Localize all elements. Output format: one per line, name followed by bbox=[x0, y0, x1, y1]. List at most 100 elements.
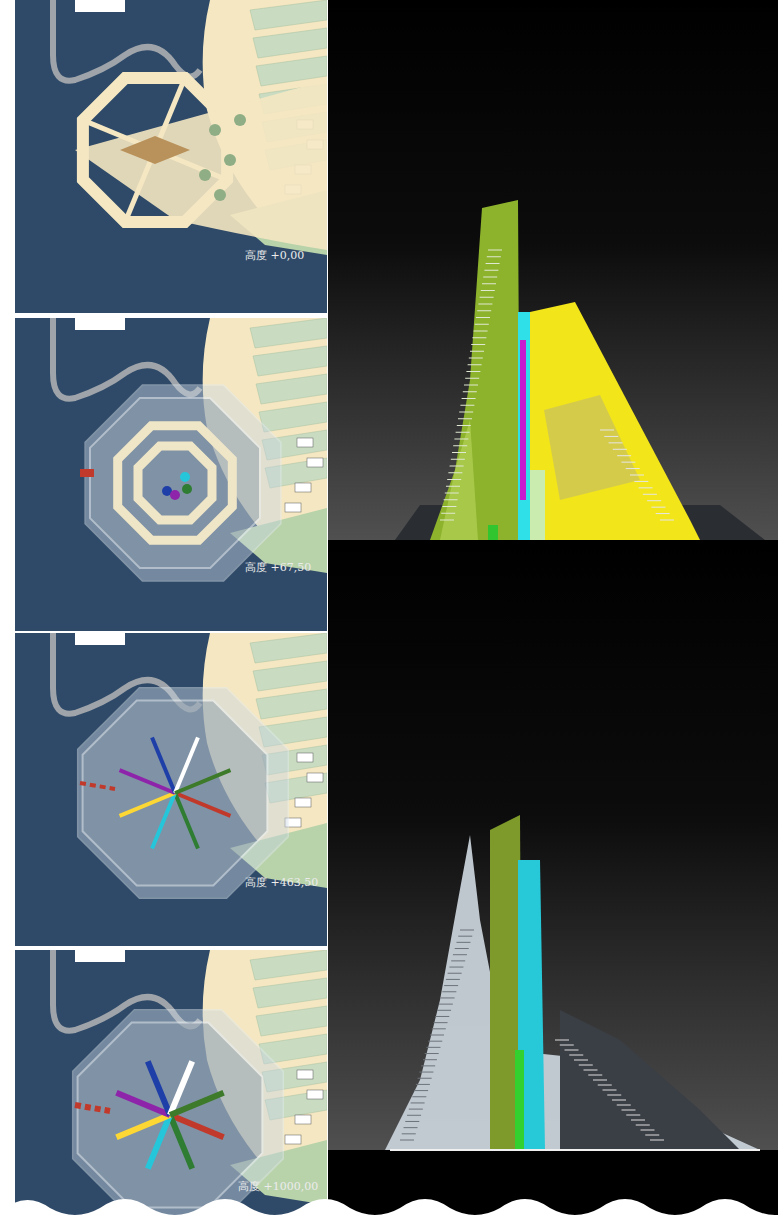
stair-step bbox=[612, 1100, 626, 1101]
stair-step bbox=[434, 1022, 448, 1023]
glass-shell bbox=[83, 701, 268, 886]
stair-step bbox=[444, 499, 458, 500]
pier bbox=[53, 0, 200, 81]
stair-step bbox=[651, 507, 665, 508]
stair-step bbox=[460, 405, 474, 406]
glass-shell bbox=[90, 398, 260, 568]
core-shaft bbox=[170, 490, 180, 500]
stair-step bbox=[484, 270, 498, 271]
building bbox=[295, 483, 311, 492]
stair-step bbox=[448, 973, 462, 974]
height-label-box: 高度 +67,50 bbox=[245, 557, 311, 575]
core-shaft bbox=[182, 484, 192, 494]
stair-step bbox=[477, 310, 491, 311]
stair-step bbox=[426, 1047, 440, 1048]
green-strip bbox=[253, 661, 327, 691]
green-strip bbox=[253, 346, 327, 376]
stair-step bbox=[569, 1055, 583, 1056]
green-strip bbox=[250, 633, 327, 663]
stair-step bbox=[480, 297, 494, 298]
stair-step bbox=[604, 436, 618, 437]
stair-step bbox=[419, 1072, 433, 1073]
stair-step bbox=[452, 452, 466, 453]
stair-step bbox=[444, 985, 458, 986]
site-plan bbox=[15, 950, 327, 1225]
green-strip bbox=[250, 950, 327, 980]
green-strip bbox=[250, 0, 327, 30]
stair-step bbox=[416, 1084, 430, 1085]
green-strip bbox=[259, 402, 327, 432]
stair-step bbox=[483, 277, 497, 278]
wave-edge bbox=[0, 1199, 778, 1225]
stair-step bbox=[412, 1096, 426, 1097]
water bbox=[15, 950, 327, 1225]
stair-step bbox=[400, 1140, 414, 1141]
green-strip bbox=[253, 28, 327, 58]
green-strip bbox=[250, 318, 327, 348]
site-plan bbox=[15, 633, 327, 946]
building bbox=[285, 1135, 301, 1144]
green-stair-block bbox=[440, 420, 478, 540]
stair-step bbox=[464, 385, 478, 386]
tree bbox=[209, 124, 221, 136]
stair-step bbox=[428, 1041, 442, 1042]
stair-step bbox=[405, 1121, 419, 1122]
stair-step bbox=[439, 1004, 453, 1005]
stair-step bbox=[656, 513, 670, 514]
stair-step bbox=[475, 324, 489, 325]
stair-step bbox=[435, 1016, 449, 1017]
stair-step bbox=[404, 1127, 418, 1128]
magenta-core bbox=[520, 340, 526, 500]
stair-step bbox=[487, 256, 501, 257]
plaza bbox=[75, 80, 327, 250]
stair-step bbox=[468, 364, 482, 365]
site-plan bbox=[15, 318, 327, 631]
stair-step bbox=[482, 283, 496, 284]
stair-step bbox=[425, 1053, 439, 1054]
stair-step bbox=[414, 1090, 428, 1091]
stair-step bbox=[430, 1035, 444, 1036]
render-ground bbox=[328, 540, 778, 1152]
stair-step bbox=[446, 486, 460, 487]
stair-step bbox=[598, 1085, 612, 1086]
building bbox=[295, 1115, 311, 1124]
stair-step bbox=[472, 337, 486, 338]
colored-spoke bbox=[116, 1115, 170, 1137]
stair-step bbox=[441, 513, 455, 514]
green-slab bbox=[430, 200, 520, 540]
stair-step bbox=[466, 371, 480, 372]
stair-step bbox=[423, 1059, 437, 1060]
stair-step bbox=[407, 1115, 421, 1116]
stair-step bbox=[432, 1028, 446, 1029]
green-core bbox=[515, 1050, 524, 1150]
entry-mark bbox=[80, 469, 94, 477]
colored-spoke bbox=[175, 793, 198, 848]
site-plan bbox=[15, 0, 327, 313]
building bbox=[307, 458, 323, 467]
stair-step bbox=[600, 430, 614, 431]
yellow-slab bbox=[528, 302, 700, 540]
colored-spoke bbox=[120, 793, 175, 816]
stair-step bbox=[469, 358, 483, 359]
stair-step bbox=[636, 1125, 650, 1126]
height-label: 高度 +1000,00 bbox=[238, 1180, 318, 1193]
stair-step bbox=[456, 432, 470, 433]
entry-spoke bbox=[75, 1105, 110, 1111]
stair-step bbox=[456, 942, 470, 943]
octagon-ring bbox=[118, 426, 233, 541]
stair-step bbox=[630, 475, 644, 476]
stair-step bbox=[603, 1090, 617, 1091]
stair-step bbox=[453, 445, 467, 446]
stair-step bbox=[565, 1050, 579, 1051]
core-light bbox=[530, 470, 545, 540]
core-shaft bbox=[180, 472, 190, 482]
stair-step bbox=[478, 304, 492, 305]
stair-step bbox=[560, 1045, 574, 1046]
stair-step bbox=[650, 1140, 664, 1141]
stair-step bbox=[660, 520, 674, 521]
stair-step bbox=[641, 1130, 655, 1131]
plan-panels bbox=[15, 0, 327, 1225]
stair-step bbox=[470, 351, 484, 352]
